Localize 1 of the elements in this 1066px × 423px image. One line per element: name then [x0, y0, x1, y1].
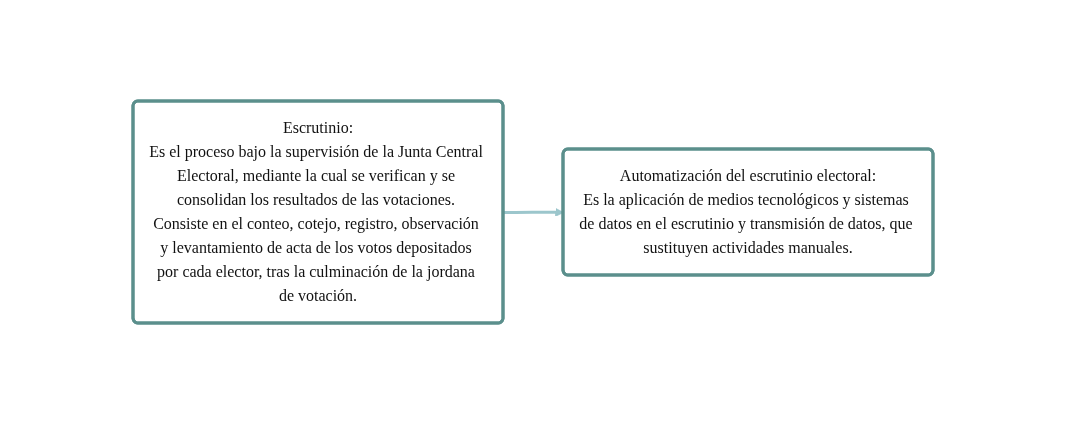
arrow [503, 207, 564, 217]
